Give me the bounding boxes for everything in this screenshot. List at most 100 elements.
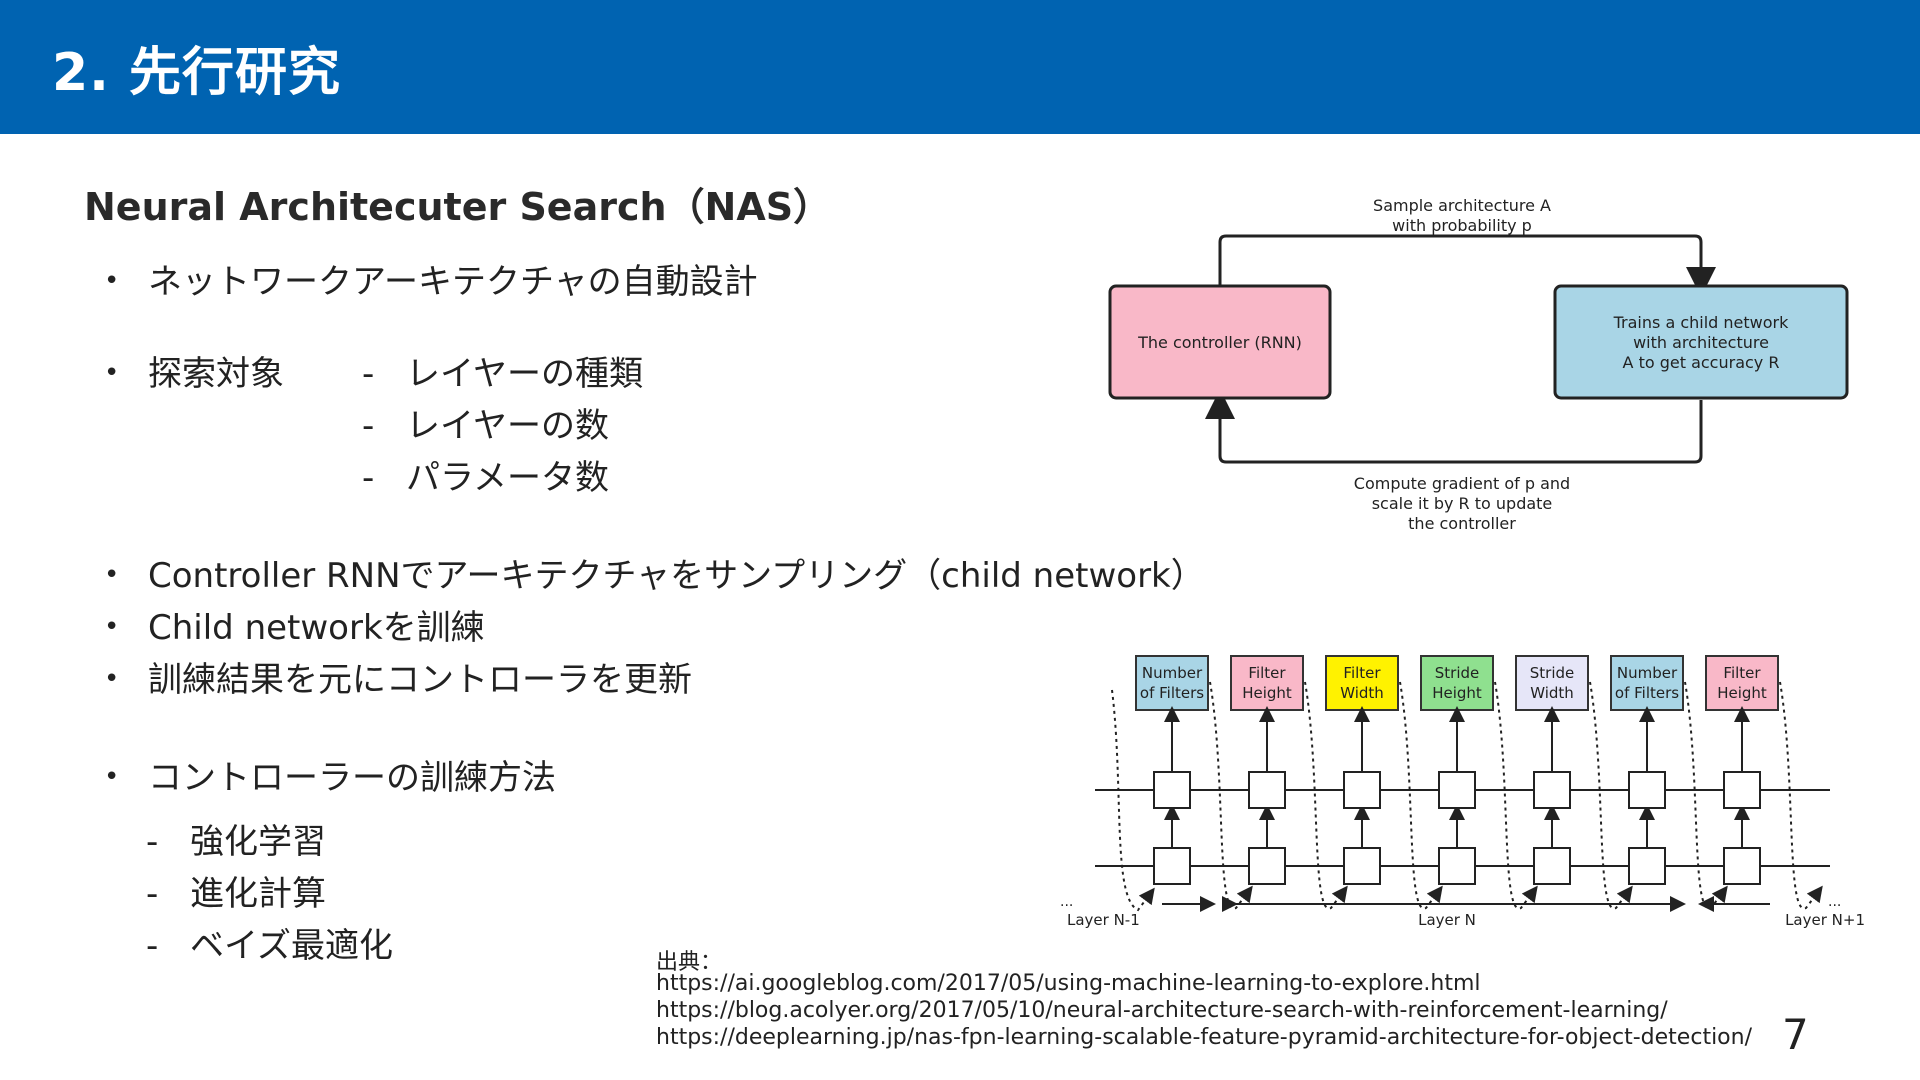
hyperparam-label-line2: of Filters [1615, 684, 1679, 702]
source-link[interactable]: https://ai.googleblog.com/2017/05/using-… [656, 971, 1481, 996]
hyperparam-label-line2: of Filters [1140, 684, 1204, 702]
hyperparam-label-line1: Filter [1248, 664, 1286, 682]
rnn-cell [1153, 847, 1191, 885]
hyperparam-label-line1: Stride [1435, 664, 1480, 682]
feedback-connection [1209, 681, 1253, 910]
gradient-label-line2: scale it by R to update [1372, 494, 1553, 513]
controller-label: The controller (RNN) [1137, 333, 1302, 352]
hyperparam-box [1230, 655, 1304, 711]
rnn-cell [1438, 771, 1476, 809]
hyperparam-label-line1: Filter [1723, 664, 1761, 682]
layer-next-label: Layer N+1 [1785, 911, 1865, 929]
search-target-item: -レイヤーの種類 [362, 346, 643, 395]
bullet-glyph: • [104, 762, 120, 792]
bullet-glyph: • [104, 358, 120, 388]
gradient-label-line3: the controller [1408, 514, 1516, 533]
bullet-auto-design: • ネットワークアーキテクチャの自動設計 [104, 254, 758, 303]
training-method-item: -強化学習 [146, 814, 326, 863]
child-label-line3: A to get accuracy R [1623, 353, 1780, 372]
bullet-text: ネットワークアーキテクチャの自動設計 [148, 262, 758, 302]
rnn-cell [1723, 771, 1761, 809]
feedback-connection [1684, 681, 1728, 910]
ellipsis-left: ... [1060, 894, 1073, 910]
item-text: パラメータ数 [406, 458, 609, 498]
ellipsis-right: ... [1828, 894, 1841, 910]
search-target-item: -レイヤーの数 [362, 398, 609, 447]
feedback-connection [1399, 681, 1443, 910]
bullet-glyph: • [104, 560, 120, 590]
hyperparam-box [1515, 655, 1589, 711]
rnn-cell [1628, 847, 1666, 885]
item-text: 強化学習 [190, 822, 326, 862]
rnn-cell [1153, 771, 1191, 809]
hyperparam-label-line1: Stride [1530, 664, 1575, 682]
hyperparam-label-line1: Filter [1343, 664, 1381, 682]
hyperparam-box [1135, 655, 1209, 711]
feedback-connection [1494, 681, 1538, 910]
item-text: 進化計算 [190, 874, 326, 914]
dash-glyph: - [146, 926, 159, 966]
feedback-connection [1304, 681, 1348, 910]
gradient-arrow [1205, 389, 1703, 464]
page-number: 7 [1782, 1010, 1809, 1059]
feedback-connection [1589, 681, 1633, 910]
source-link[interactable]: https://deeplearning.jp/nas-fpn-learning… [656, 1025, 1752, 1050]
rnn-cell [1628, 771, 1666, 809]
bullet-update-controller: • 訓練結果を元にコントローラを更新 [104, 652, 692, 701]
rnn-cell [1723, 847, 1761, 885]
section-heading: Neural Architecuter Search（NAS） [84, 185, 832, 229]
bullet-glyph: • [104, 266, 120, 296]
bullet-text: Controller RNNでアーキテクチャをサンプリング（child netw… [148, 556, 1205, 596]
dash-glyph: - [362, 406, 375, 446]
feedback-connection [1111, 689, 1155, 912]
layer-prev-label: Layer N-1 [1067, 911, 1140, 929]
bullet-text: 訓練結果を元にコントローラを更新 [148, 660, 692, 700]
gradient-label-line1: Compute gradient of p and [1354, 474, 1570, 493]
dash-glyph: - [362, 354, 375, 394]
rnn-cell [1343, 771, 1381, 809]
training-method-item: -進化計算 [146, 866, 326, 915]
training-method-item: -ベイズ最適化 [146, 918, 393, 967]
bullet-text: コントローラーの訓練方法 [148, 758, 556, 798]
hyperparam-label-line1: Number [1142, 664, 1203, 682]
bullet-glyph: • [104, 664, 120, 694]
dash-glyph: - [362, 458, 375, 498]
rnn-cell [1533, 771, 1571, 809]
child-network-box [1553, 284, 1849, 400]
sample-arrow [1218, 234, 1716, 297]
item-text: ベイズ最適化 [190, 926, 393, 966]
rnn-cell [1533, 847, 1571, 885]
hyperparam-box [1420, 655, 1494, 711]
bullet-train-child: • Child networkを訓練 [104, 600, 485, 649]
sample-label-line2: with probability p [1392, 216, 1532, 235]
bullet-text: 探索対象 [148, 354, 284, 394]
bullet-controller-training: • コントローラーの訓練方法 [104, 750, 556, 799]
hyperparam-label-line2: Width [1530, 684, 1574, 702]
rnn-cell [1438, 847, 1476, 885]
layer-cur-label: Layer N [1418, 911, 1476, 929]
item-text: レイヤーの数 [406, 406, 609, 446]
source-label: 出典： [656, 950, 723, 975]
search-target-item: -パラメータ数 [362, 450, 609, 499]
feedback-connection [1779, 681, 1823, 910]
title-bar: 2. 先行研究 [0, 0, 1920, 134]
hyperparam-label-line1: Number [1617, 664, 1678, 682]
controller-box [1108, 284, 1332, 400]
bullet-controller-sampling: • Controller RNNでアーキテクチャをサンプリング（child net… [104, 548, 1205, 597]
rnn-cell [1248, 771, 1286, 809]
bullet-glyph: • [104, 612, 120, 642]
dash-glyph: - [146, 874, 159, 914]
bullet-search-target: • 探索対象 [104, 346, 284, 395]
source-link[interactable]: https://blog.acolyer.org/2017/05/10/neur… [656, 998, 1668, 1023]
bullet-text: Child networkを訓練 [148, 608, 485, 648]
rnn-cell [1343, 847, 1381, 885]
hyperparam-label-line2: Height [1242, 684, 1292, 702]
hyperparam-label-line2: Height [1432, 684, 1482, 702]
hyperparam-box [1610, 655, 1684, 711]
hyperparam-label-line2: Height [1717, 684, 1767, 702]
child-label-line2: with architecture [1633, 333, 1769, 352]
hyperparam-box [1705, 655, 1779, 711]
item-text: レイヤーの種類 [406, 354, 643, 394]
dash-glyph: - [146, 822, 159, 862]
